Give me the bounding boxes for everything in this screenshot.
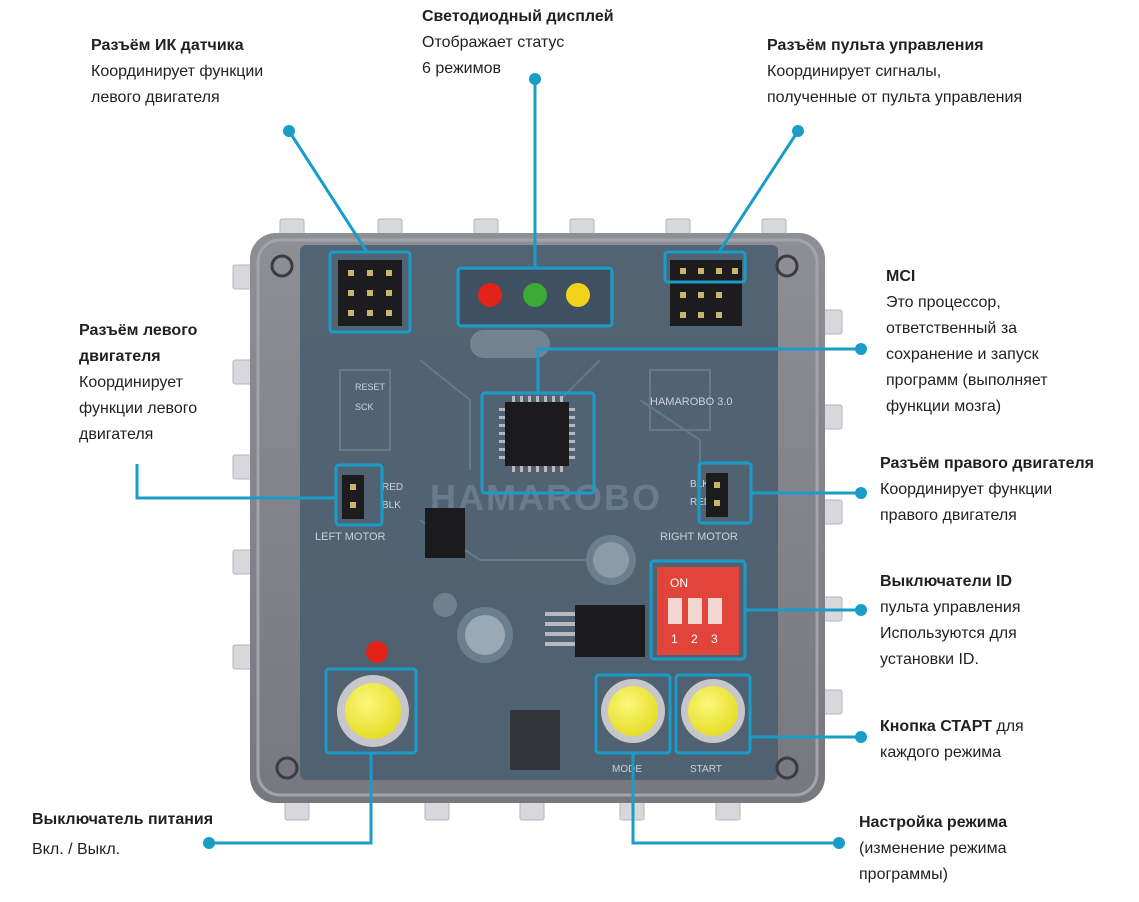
label-left-motor-line: двигателя xyxy=(79,426,154,443)
power-led xyxy=(366,641,388,663)
label-mci-line: функции мозга) xyxy=(886,398,1002,415)
dip-num-1: 1 xyxy=(671,632,678,646)
remote-header xyxy=(670,260,742,326)
leader-lines xyxy=(135,79,861,845)
label-power: Выключатель питания Вкл. / Выкл. xyxy=(32,807,213,863)
label-led-display-line: Отображает статус xyxy=(422,34,565,51)
label-led-display: Светодиодный дисплей Отображает статус 6… xyxy=(422,4,614,82)
mode-button xyxy=(601,679,665,743)
left-motor-connector xyxy=(342,475,364,519)
box-ir-sensor xyxy=(328,250,412,334)
label-mci-line: ответственный за xyxy=(886,320,1018,337)
label-mci: MCI Это процессор, ответственный за сохр… xyxy=(886,264,1048,420)
label-right-motor-title: Разъём правого двигателя xyxy=(880,455,1094,472)
right-motor-connector xyxy=(706,473,728,517)
mcu-chip xyxy=(499,396,575,472)
label-mci-line: Это процессор, xyxy=(886,294,1001,311)
silk-sck: SCK xyxy=(355,402,374,412)
label-left-motor-line: Координирует xyxy=(79,374,183,391)
silk-right-motor: RIGHT MOTOR xyxy=(660,531,738,543)
silk-mode: MODE xyxy=(612,764,642,775)
label-id-switch-line: пульта управления xyxy=(880,599,1021,616)
silk-blk-left: BLK xyxy=(382,500,401,511)
label-left-motor-title: Разъём левого xyxy=(79,322,198,339)
label-id-switch: Выключатели ID пульта управления Использ… xyxy=(880,569,1021,673)
capacitors xyxy=(433,535,636,663)
label-remote-line: Координирует сигналы, xyxy=(767,63,942,80)
silk-brand: HAMAROBO xyxy=(430,477,662,518)
label-mode-line: программы) xyxy=(859,866,948,883)
label-right-motor-line: Координирует функции xyxy=(880,481,1053,498)
label-ir-sensor-line: левого двигателя xyxy=(91,89,220,106)
label-led-display-title: Светодиодный дисплей xyxy=(422,8,614,25)
label-mode-title: Настройка режима xyxy=(859,814,1008,831)
label-ir-sensor: Разъём ИК датчика Координирует функции л… xyxy=(91,33,263,111)
led-yellow xyxy=(566,283,590,307)
label-right-motor-line: правого двигателя xyxy=(880,507,1017,524)
label-power-line: Вкл. / Выкл. xyxy=(32,841,121,858)
label-start-title-suffix: для xyxy=(991,718,1024,735)
label-mode-line: (изменение режима xyxy=(859,840,1007,857)
screw-holes xyxy=(270,254,799,780)
label-right-motor: Разъём правого двигателя Координирует фу… xyxy=(880,451,1094,529)
silk-left-motor: LEFT MOTOR xyxy=(315,531,386,543)
label-mci-line: программ (выполняет xyxy=(886,372,1048,389)
label-ir-sensor-title: Разъём ИК датчика xyxy=(91,37,244,54)
led-display xyxy=(460,270,610,324)
label-mode: Настройка режима (изменение режима прогр… xyxy=(859,810,1007,888)
label-power-title: Выключатель питания xyxy=(32,811,214,828)
label-left-motor-title: двигателя xyxy=(79,348,161,365)
label-remote-title: Разъём пульта управления xyxy=(767,37,984,54)
silk-start: START xyxy=(690,764,722,775)
ir-sensor-header xyxy=(338,260,402,326)
power-button xyxy=(337,675,409,747)
label-id-switch-title: Выключатели ID xyxy=(880,573,1013,590)
label-id-switch-line: Используются для xyxy=(880,625,1017,642)
label-start-line: каждого режима xyxy=(880,744,1002,761)
label-remote: Разъём пульта управления Координирует си… xyxy=(767,33,1022,111)
label-mci-line: сохранение и запуск xyxy=(886,346,1039,363)
label-id-switch-line: установки ID. xyxy=(880,651,979,668)
box-start-button xyxy=(674,673,752,755)
box-remote xyxy=(663,250,747,284)
label-remote-line: полученные от пульта управления xyxy=(767,89,1023,106)
label-left-motor: Разъём левого двигателя Координирует фун… xyxy=(79,318,197,448)
label-start: Кнопка СТАРТ для каждого режима xyxy=(880,714,1024,766)
label-ir-sensor-line: Координирует функции xyxy=(91,63,264,80)
leader-dots xyxy=(203,73,867,849)
box-left-motor xyxy=(334,463,384,527)
dip-switch: ON 1 2 3 xyxy=(657,567,739,655)
led-green xyxy=(523,283,547,307)
label-start-title: Кнопка СТАРТ xyxy=(880,718,992,735)
label-mci-title: MCI xyxy=(886,268,916,285)
led-red xyxy=(478,283,502,307)
dip-num-3: 3 xyxy=(711,632,718,646)
label-led-display-line: 6 режимов xyxy=(422,60,501,77)
silk-reset: RESET xyxy=(355,382,386,392)
silk-model: HAMAROBO 3.0 xyxy=(650,396,733,408)
silk-red-left: RED xyxy=(382,482,403,493)
start-button xyxy=(681,679,745,743)
silk-red-right: RED xyxy=(690,497,711,508)
label-left-motor-line: функции левого xyxy=(79,400,198,417)
dip-num-2: 2 xyxy=(691,632,698,646)
dip-on-label: ON xyxy=(670,576,688,590)
